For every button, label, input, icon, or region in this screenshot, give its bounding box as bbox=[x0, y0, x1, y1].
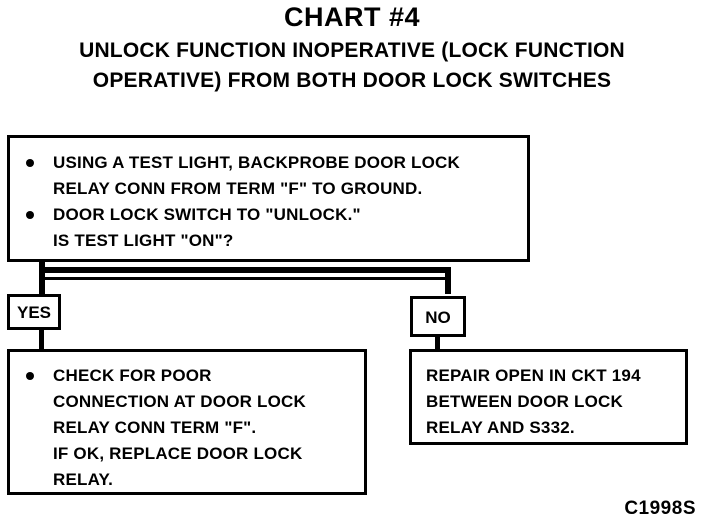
chart-subtitle-line-2: OPERATIVE) FROM BOTH DOOR LOCK SWITCHES bbox=[92, 69, 612, 92]
connector-yes-down bbox=[39, 328, 44, 350]
connector-branch bbox=[39, 267, 451, 273]
yes-action-line-4: IF OK, REPLACE DOOR LOCK bbox=[53, 444, 303, 463]
no-action-line-2: BETWEEN DOOR LOCK bbox=[426, 392, 624, 411]
yes-label: YES bbox=[16, 303, 52, 322]
yes-action-line-5: RELAY. bbox=[53, 470, 114, 489]
yes-label-box: YES bbox=[7, 294, 61, 330]
yes-action-box: CHECK FOR POOR CONNECTION AT DOOR LOCK R… bbox=[7, 349, 367, 495]
no-action-line-1: REPAIR OPEN IN CKT 194 bbox=[426, 366, 641, 385]
figure-code: C1998S bbox=[624, 498, 696, 519]
test-step-line-4: IS TEST LIGHT "ON"? bbox=[53, 231, 234, 250]
no-action-line-3: RELAY AND S332. bbox=[426, 418, 575, 437]
yes-action-line-2: CONNECTION AT DOOR LOCK bbox=[53, 392, 306, 411]
chart-title: CHART #4 bbox=[283, 2, 421, 32]
connector-stem bbox=[39, 262, 45, 294]
connector-branch-shadow bbox=[45, 277, 451, 280]
yes-action-line-1: CHECK FOR POOR bbox=[53, 366, 212, 385]
no-action-box: REPAIR OPEN IN CKT 194 BETWEEN DOOR LOCK… bbox=[409, 349, 688, 445]
test-step-box: USING A TEST LIGHT, BACKPROBE DOOR LOCK … bbox=[7, 135, 530, 262]
bullet-icon bbox=[26, 159, 34, 167]
connector-no-down bbox=[435, 335, 440, 350]
connector-no-drop bbox=[445, 267, 451, 294]
no-label-box: NO bbox=[410, 296, 466, 337]
yes-action-line-3: RELAY CONN TERM "F". bbox=[53, 418, 257, 437]
test-step-line-2: RELAY CONN FROM TERM "F" TO GROUND. bbox=[53, 179, 423, 198]
bullet-icon bbox=[26, 372, 34, 380]
chart-subtitle-line-1: UNLOCK FUNCTION INOPERATIVE (LOCK FUNCTI… bbox=[79, 39, 625, 62]
test-step-line-1: USING A TEST LIGHT, BACKPROBE DOOR LOCK bbox=[53, 153, 460, 172]
bullet-icon bbox=[26, 211, 34, 219]
test-step-line-3: DOOR LOCK SWITCH TO "UNLOCK." bbox=[53, 205, 361, 224]
no-label: NO bbox=[425, 308, 451, 327]
